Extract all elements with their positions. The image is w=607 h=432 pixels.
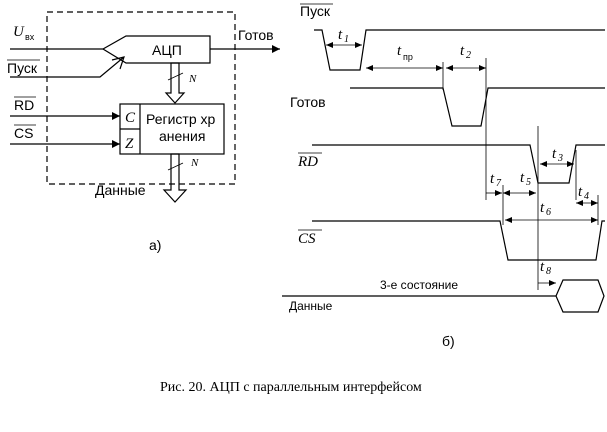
t4-sub: 4 bbox=[584, 191, 589, 202]
third-state-label: 3-е состояние bbox=[380, 278, 458, 292]
cs-arrowhead bbox=[112, 140, 120, 148]
data-valid-window bbox=[555, 279, 605, 313]
tpr-arrow-left bbox=[366, 65, 373, 71]
pusk-wire bbox=[10, 56, 125, 78]
t8-label: t bbox=[540, 259, 545, 275]
gotov-label: Готов bbox=[238, 27, 274, 43]
n-label-top: N bbox=[188, 73, 197, 85]
timing-pusk-waveform bbox=[314, 29, 605, 71]
t3-label: t bbox=[552, 146, 557, 162]
timing-pusk-label: Пуск bbox=[300, 3, 331, 19]
timing-diagram: Пуск t 1 t пр t 2 Готов RD t 3 bbox=[282, 3, 605, 349]
gotov-arrowhead bbox=[272, 45, 280, 53]
t2-arrow-right bbox=[479, 65, 486, 71]
t2-sub: 2 bbox=[466, 50, 471, 61]
timing-dannye-label: Данные bbox=[289, 299, 333, 313]
dashed-boundary bbox=[46, 11, 236, 185]
panel-a-label: а) bbox=[149, 237, 161, 253]
t7-label: t bbox=[490, 171, 495, 187]
rd-arrowhead bbox=[112, 112, 120, 120]
t4-label: t bbox=[578, 184, 583, 200]
t2-label: t bbox=[460, 43, 465, 59]
bus-slash-bottom bbox=[167, 162, 184, 171]
t8-sub: 8 bbox=[546, 266, 551, 277]
bus-slash-top bbox=[167, 72, 184, 81]
pusk-arrowhead bbox=[111, 56, 125, 70]
bus-arrow-output bbox=[162, 153, 188, 203]
cs-label: CS bbox=[14, 125, 33, 141]
t5-label: t bbox=[520, 170, 525, 186]
t5-arrow-right bbox=[529, 190, 536, 196]
timing-gotov-waveform bbox=[350, 87, 605, 127]
t4-arrow-left bbox=[576, 200, 583, 206]
uin-subscript: вх bbox=[25, 32, 35, 42]
timing-cs-waveform bbox=[312, 220, 605, 261]
timing-gotov-label: Готов bbox=[290, 94, 326, 110]
n-label-bottom: N bbox=[190, 157, 199, 169]
timing-rd-label: RD bbox=[297, 154, 318, 170]
t7-arrow-right bbox=[495, 190, 502, 196]
t5-arrow-left bbox=[503, 190, 510, 196]
t8-arrow-right bbox=[549, 280, 556, 286]
t7-sub: 7 bbox=[496, 178, 502, 189]
t5-sub: 5 bbox=[526, 177, 531, 188]
t6-sub: 6 bbox=[546, 207, 551, 218]
register-z-label: Z bbox=[125, 136, 134, 152]
t3-arrow-left bbox=[540, 161, 547, 167]
t1-sub: 1 bbox=[344, 34, 349, 45]
tpr-arrow-right bbox=[436, 65, 443, 71]
uin-label: U bbox=[13, 24, 25, 40]
register-title-line2: анения bbox=[159, 128, 205, 144]
timing-cs-label: CS bbox=[298, 231, 316, 247]
block-diagram: U вх АЦП Пуск Готов N C Z Регистр хр ане… bbox=[7, 11, 280, 253]
t6-label: t bbox=[540, 200, 545, 216]
timing-rd-waveform bbox=[312, 144, 605, 184]
t3-arrow-right bbox=[567, 161, 574, 167]
t4-arrow-right bbox=[591, 200, 598, 206]
t1-arrow-left bbox=[326, 42, 333, 48]
t1-arrow-right bbox=[355, 42, 362, 48]
t6-arrow-left bbox=[505, 217, 512, 223]
figure-caption: Рис. 20. АЦП с параллельным интерфейсом bbox=[160, 380, 422, 395]
panel-b-label: б) bbox=[442, 333, 455, 349]
t6-arrow-right bbox=[591, 217, 598, 223]
t2-arrow-left bbox=[446, 65, 453, 71]
t3-sub: 3 bbox=[557, 153, 563, 164]
t1-label: t bbox=[338, 27, 343, 43]
register-title-line1: Регистр хр bbox=[146, 111, 216, 127]
tpr-sub: пр bbox=[403, 52, 413, 62]
bus-arrow-adc-register bbox=[164, 62, 186, 104]
tpr-label: t bbox=[397, 43, 402, 59]
pusk-label: Пуск bbox=[7, 60, 38, 76]
register-c-label: C bbox=[125, 110, 136, 126]
rd-label: RD bbox=[14, 97, 34, 113]
dannye-out-label: Данные bbox=[95, 182, 146, 198]
adc-label: АЦП bbox=[152, 42, 182, 58]
